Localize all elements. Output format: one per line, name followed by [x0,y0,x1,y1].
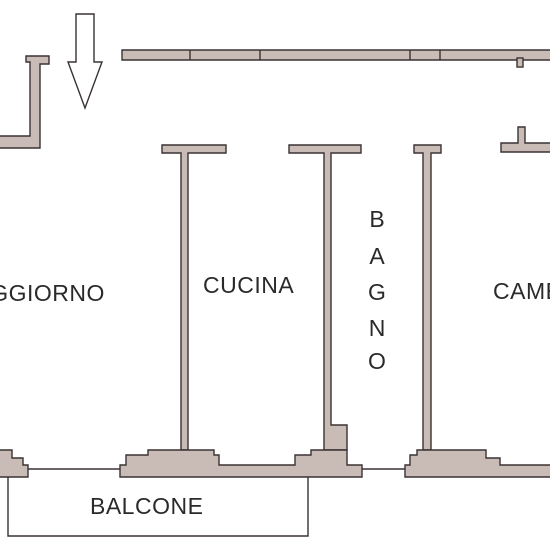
wall-bottom-center [119,449,363,478]
room-label-bathroom-a: A [369,243,385,269]
room-label-bathroom-b: B [369,206,384,232]
wall-top-right [500,126,550,153]
room-label-bedroom: CAMERA [493,278,550,304]
wall-top [121,49,550,61]
room-label-balcony: BALCONE [90,493,203,519]
room-label-bathroom-g: G [368,279,386,305]
room-label-bathroom-n: N [369,315,386,341]
room-label-bathroom-o: O [368,348,386,374]
entrance-arrow-icon [66,13,104,111]
room-label-living: SOGGIORNO [0,280,105,306]
partition-bathroom-bedroom [413,144,442,451]
wall-bottom-right [404,449,550,478]
wall-top-left [0,55,50,149]
wall-stub-top-right [516,57,524,68]
wall-bottom-left [0,449,29,478]
partition-kitchen-bathroom [288,144,362,451]
balcony-outline [7,477,309,537]
room-label-kitchen: CUCINA [203,272,294,298]
